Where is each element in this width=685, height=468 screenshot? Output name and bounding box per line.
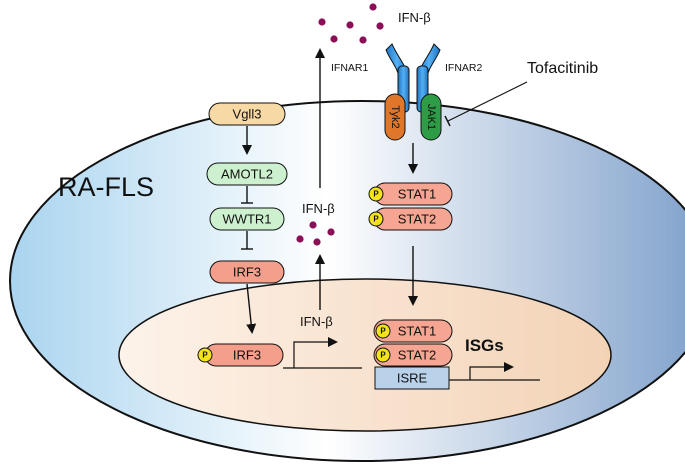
ifn-beta-cytoplasm-label: IFN-β xyxy=(302,201,335,216)
ifn-beta-transcription-arrow xyxy=(293,337,338,368)
irf3-nuclear-node: IRF3 P xyxy=(197,343,284,367)
tofacitinib-inhibition-line xyxy=(447,81,528,122)
tofacitinib-inhibition-bar xyxy=(444,115,451,127)
tyk2-label: Tyk2 xyxy=(389,105,401,128)
stat1-nuclear: STAT1 P xyxy=(373,319,453,343)
phospho-badge xyxy=(368,186,384,202)
wwtr1-node: WWTR1 xyxy=(209,207,285,231)
ifn-beta-extracellular-molecules xyxy=(318,3,384,44)
phospho-label: P xyxy=(373,215,379,224)
irf3-nuclear-label: IRF3 xyxy=(233,348,261,363)
jak1-kinase: JAK1 xyxy=(420,93,442,141)
cell-label: RA-FLS xyxy=(58,172,154,202)
irf3-cytoplasm-label: IRF3 xyxy=(233,265,261,280)
phospho-label: P xyxy=(380,327,386,336)
isre-element xyxy=(374,366,450,390)
ifn-beta-cytoplasm-molecules xyxy=(296,221,335,246)
jak1-label: JAK1 xyxy=(425,104,437,130)
stat2-nuclear-label: STAT2 xyxy=(398,348,437,363)
phospho-badge xyxy=(368,211,384,227)
wwtr1-label: WWTR1 xyxy=(222,212,271,227)
phospho-label: P xyxy=(373,190,379,199)
phospho-badge xyxy=(375,347,391,363)
isg-transcription-arrow xyxy=(469,362,514,380)
arrow-irf3-to-nucleus xyxy=(246,283,257,334)
isgs-label: ISGs xyxy=(465,336,504,355)
amotl2-node: AMOTL2 xyxy=(206,162,288,186)
stat1-nuclear-label: STAT1 xyxy=(398,324,437,339)
stat1-cytoplasm-label: STAT1 xyxy=(398,187,437,202)
stat2-cytoplasm: STAT2 P xyxy=(368,207,453,231)
tofacitinib-label: Tofacitinib xyxy=(527,60,598,77)
irf3-cytoplasm-node: IRF3 xyxy=(209,260,285,284)
phospho-badge xyxy=(375,323,391,339)
stat2-nuclear: STAT2 P xyxy=(373,343,453,367)
vgll3-label: Vgll3 xyxy=(233,107,262,122)
ifnar2-label: IFNAR2 xyxy=(445,62,483,74)
phospho-label: P xyxy=(202,351,208,360)
nucleus xyxy=(118,278,612,432)
tyk2-kinase: Tyk2 xyxy=(384,93,406,141)
stat1-cytoplasm: STAT1 P xyxy=(368,182,453,206)
amotl2-label: AMOTL2 xyxy=(221,167,273,182)
phospho-badge xyxy=(197,347,213,363)
stat2-cytoplasm-label: STAT2 xyxy=(398,212,437,227)
ifnar1-label: IFNAR1 xyxy=(331,62,369,74)
ifn-beta-gene-label: IFN-β xyxy=(300,314,333,329)
vgll3-node: Vgll3 xyxy=(208,102,286,126)
ifn-beta-label-top: IFN-β xyxy=(398,10,431,25)
isre-label: ISRE xyxy=(397,371,428,386)
phospho-label: P xyxy=(380,351,386,360)
